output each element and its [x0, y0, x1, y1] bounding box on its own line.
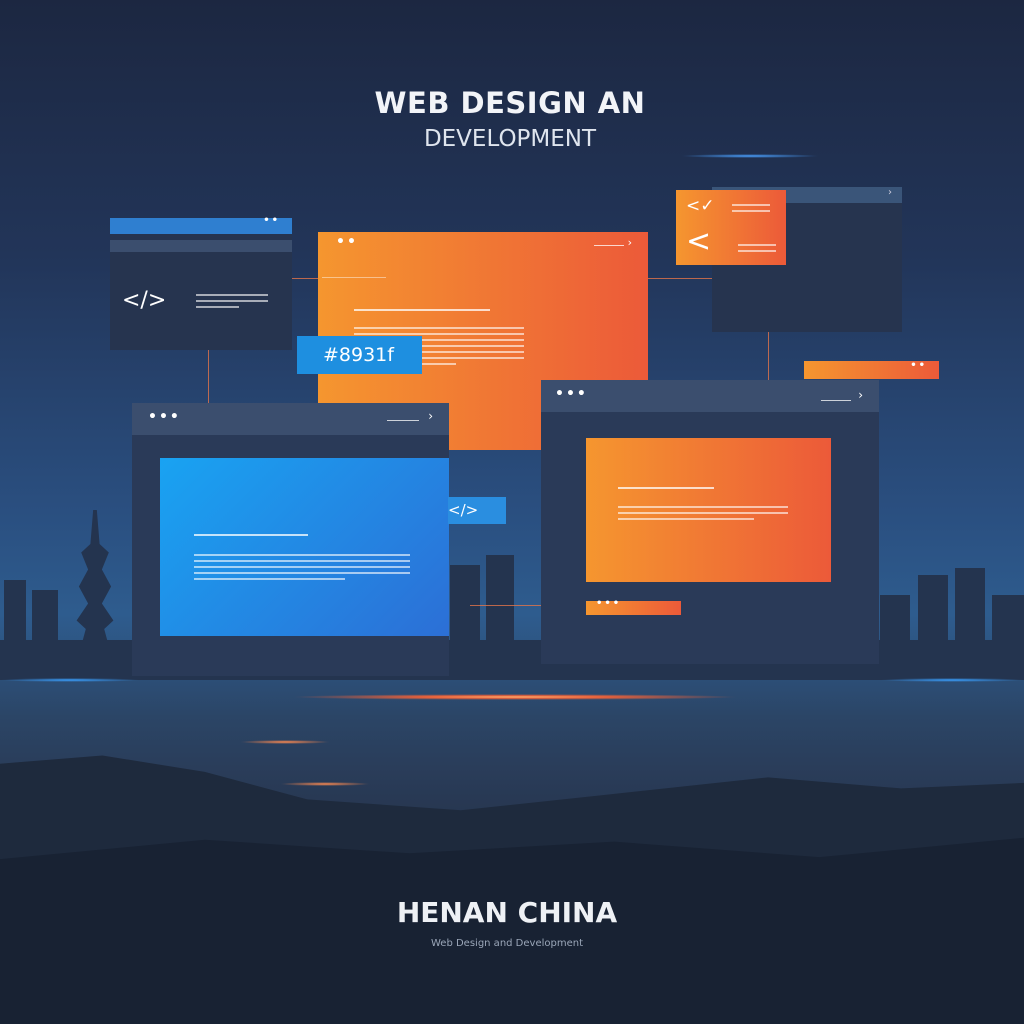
orange-tab-bar: •• — [804, 360, 939, 379]
hills — [0, 837, 1024, 1024]
arrow-icon: › — [627, 236, 632, 249]
arrow-icon: › — [428, 409, 433, 423]
code-tag: </> — [448, 497, 506, 524]
glow — [0, 678, 140, 682]
glow — [290, 694, 740, 700]
window-dots: ••• — [555, 386, 588, 402]
window-dots: •• — [263, 215, 280, 226]
window-dots: ••• — [148, 409, 181, 425]
glow — [280, 782, 370, 786]
color-badge: #8931f — [297, 336, 422, 374]
window-dots: •• — [336, 234, 358, 250]
code-window: •• </> — [110, 215, 292, 350]
location-subtitle: Web Design and Development — [431, 938, 583, 949]
code-icon: </> — [122, 288, 167, 313]
check-code-icon: <✓ — [686, 196, 715, 216]
glow — [240, 740, 330, 744]
location-title: HENAN CHINA — [396, 896, 618, 929]
orange-card: <✓ < — [676, 190, 786, 265]
glow-top — [680, 154, 820, 158]
chevron-left-icon: < — [686, 224, 712, 259]
arrow-icon: › — [858, 388, 863, 402]
window-titlebar — [110, 218, 292, 234]
connector-line — [648, 278, 768, 279]
page-subtitle: DEVELOPMENT — [423, 126, 597, 152]
pagoda — [72, 510, 118, 680]
page-title: WEB DESIGN AN — [374, 86, 646, 120]
window-dots: ••• — [596, 598, 622, 609]
blue-window: ••• › — [132, 403, 449, 676]
orange-preview-window: ••• › ••• — [541, 380, 879, 664]
glow — [880, 678, 1024, 682]
connector-line — [470, 605, 541, 606]
window-dots: •• — [910, 360, 927, 371]
